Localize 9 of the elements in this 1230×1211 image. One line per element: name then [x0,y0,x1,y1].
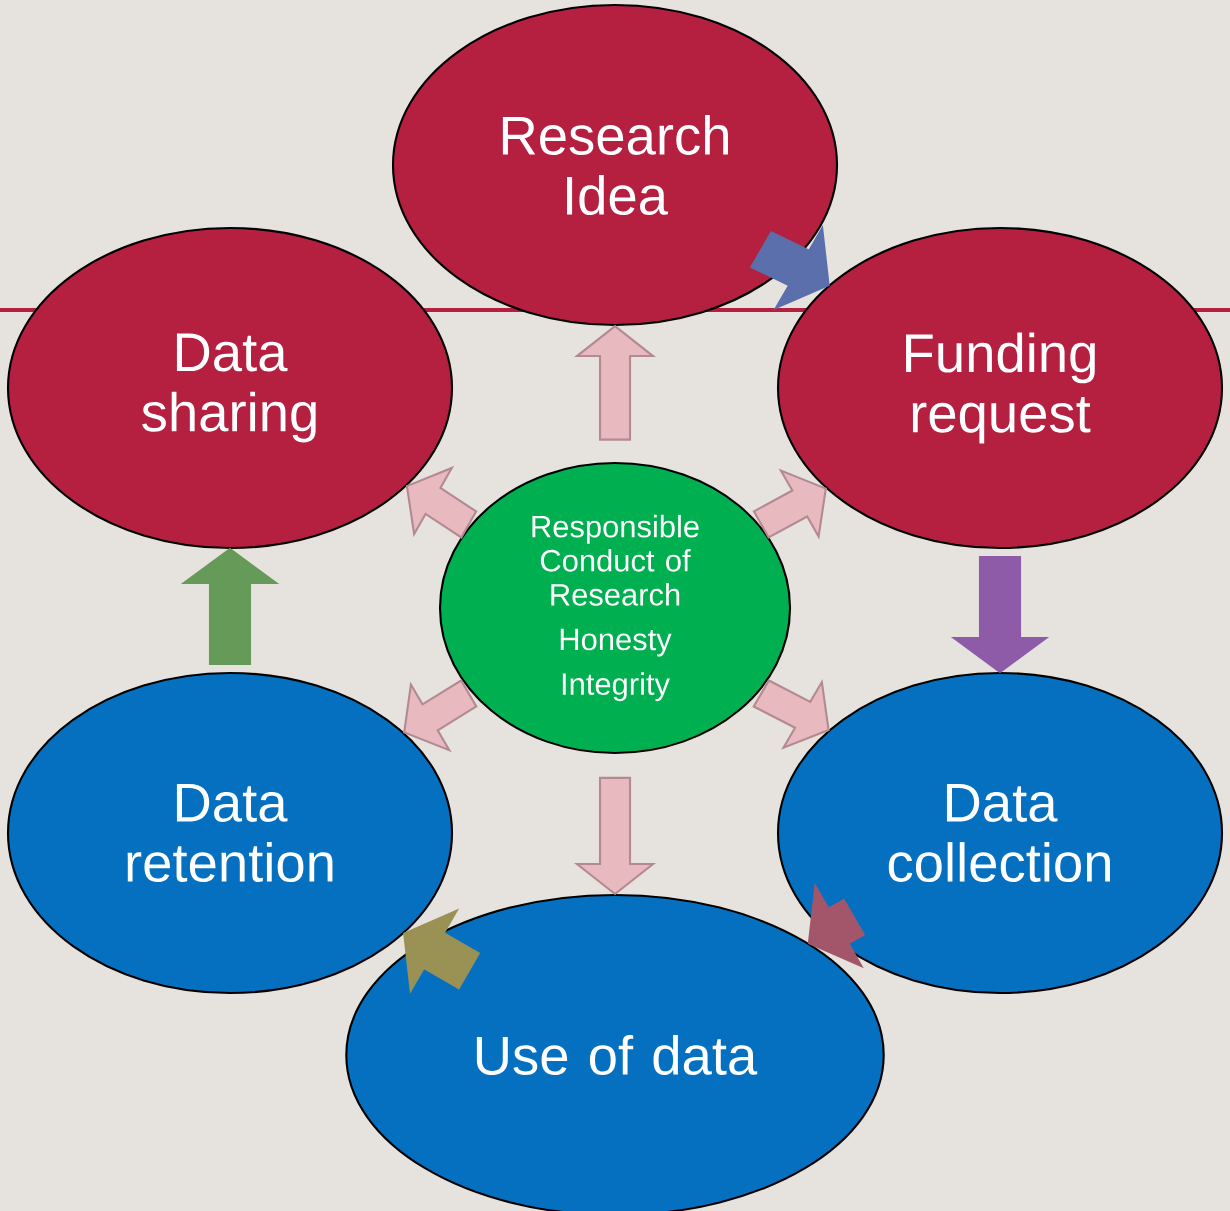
block-arrow [573,324,657,441]
block-arrow [752,468,827,540]
block-arrow [573,776,657,896]
block-arrow [405,465,478,539]
block-arrow [403,679,478,753]
block-arrow [180,547,280,665]
block-arrow [950,556,1050,674]
block-arrow [807,882,866,969]
block-arrow [752,678,830,750]
